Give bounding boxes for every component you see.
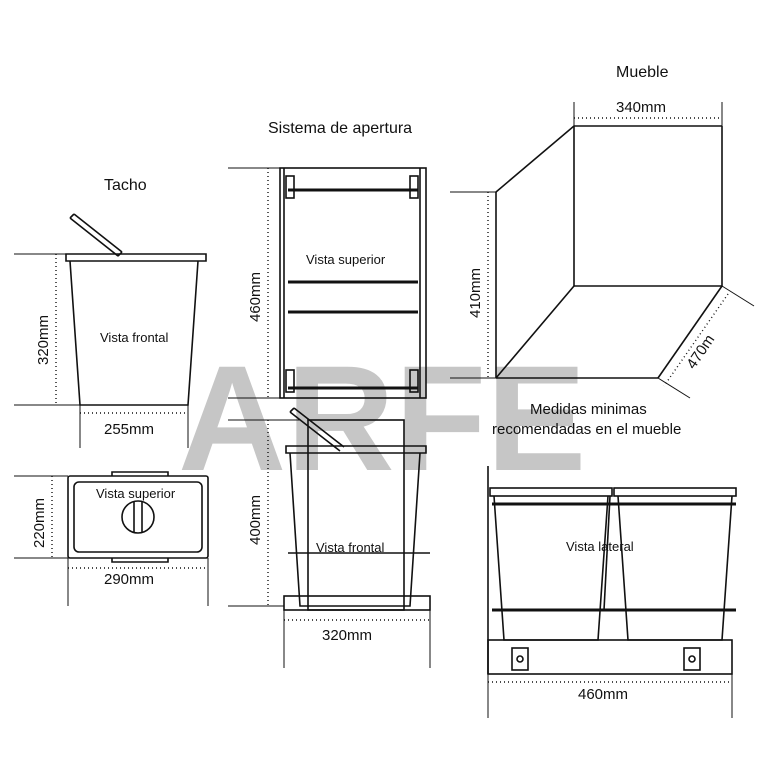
tacho-top-width-dimension: 290mm bbox=[67, 558, 209, 606]
sistema-depth-dimension: 460mm bbox=[228, 167, 280, 399]
sistema-depth-text: 460mm bbox=[247, 272, 264, 322]
sistema-front-view: Vista frontal bbox=[283, 407, 431, 611]
mueble-depth-text: 470m bbox=[683, 332, 718, 373]
lateral-view: Vista lateral bbox=[487, 466, 737, 675]
mueble-height-text: 410mm bbox=[467, 268, 484, 318]
tacho-front-view: Vista frontal bbox=[65, 213, 207, 406]
mueble-width-text: 340mm bbox=[616, 99, 666, 116]
sistema-width-text: 320mm bbox=[322, 627, 372, 644]
sistema-top-label: Vista superior bbox=[306, 252, 386, 267]
sistema-title: Sistema de apertura bbox=[268, 120, 412, 137]
mueble-title: Mueble bbox=[616, 64, 669, 81]
tacho-top-view: Vista superior bbox=[67, 471, 209, 563]
watermark: ARFE bbox=[178, 334, 586, 502]
tacho-height-text: 320mm bbox=[35, 315, 52, 365]
lateral-width-text: 460mm bbox=[578, 686, 628, 703]
tacho-top-label: Vista superior bbox=[96, 486, 176, 501]
tacho-front-label: Vista frontal bbox=[100, 330, 169, 345]
mueble-depth-dimension: 470m bbox=[657, 285, 755, 399]
mueble-note-line2: recomendadas en el mueble bbox=[492, 421, 681, 438]
tacho-width-dimension: 255mm bbox=[79, 405, 189, 448]
tacho-height-dimension: 320mm bbox=[14, 253, 80, 406]
tacho-top-width-text: 290mm bbox=[104, 571, 154, 588]
tacho-width-text: 255mm bbox=[104, 421, 154, 438]
sistema-top-view: Vista superior bbox=[279, 167, 427, 399]
mueble-box bbox=[495, 125, 723, 379]
lateral-width-dimension: 460mm bbox=[487, 674, 733, 718]
sistema-width-dimension: 320mm bbox=[283, 610, 431, 668]
tacho-top-depth-text: 220mm bbox=[31, 498, 48, 548]
tacho-title: Tacho bbox=[104, 177, 147, 194]
lateral-label: Vista lateral bbox=[566, 539, 634, 554]
tacho-top-depth-dimension: 220mm bbox=[14, 475, 68, 559]
mueble-height-dimension: 410mm bbox=[450, 191, 496, 379]
sistema-height-dimension: 400mm bbox=[228, 419, 300, 607]
sistema-front-label: Vista frontal bbox=[316, 540, 385, 555]
sistema-height-text: 400mm bbox=[247, 495, 264, 545]
mueble-width-dimension: 340mm bbox=[573, 99, 723, 126]
mueble-note-line1: Medidas minimas bbox=[530, 401, 647, 418]
